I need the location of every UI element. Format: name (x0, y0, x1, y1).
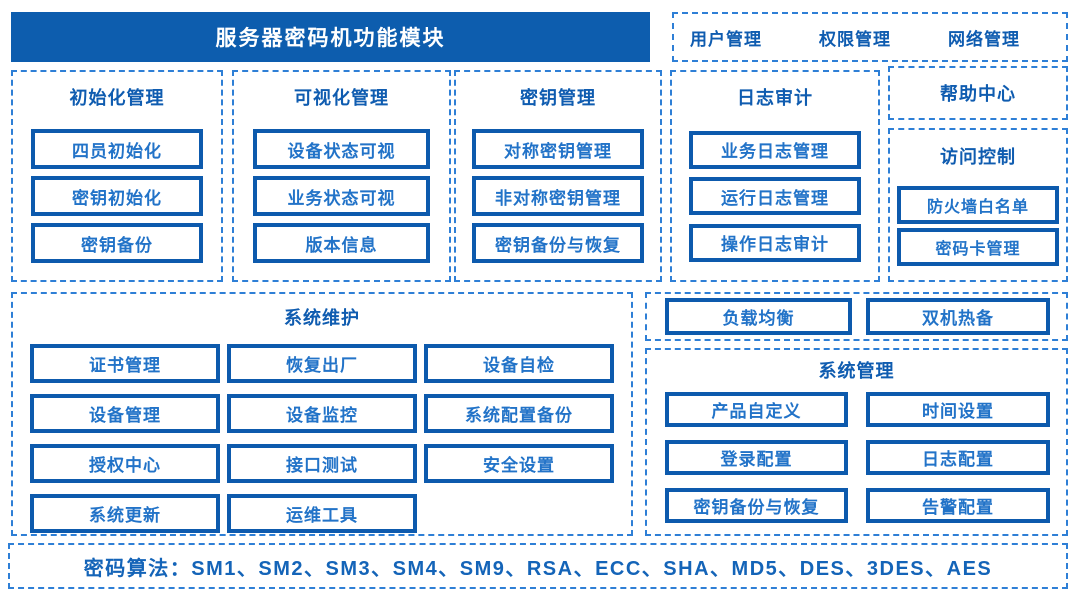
permission-management-label: 权限管理 (819, 29, 891, 49)
module-item: 证书管理 (30, 344, 220, 383)
module-item: 密钥备份与恢复 (665, 488, 848, 523)
group-title: 帮助中心 (940, 84, 1016, 104)
user-management-label: 用户管理 (690, 29, 762, 49)
group-items: 四员初始化 密钥初始化 密钥备份 (13, 122, 221, 280)
module-item: 运维工具 (227, 494, 417, 533)
network-management-label: 网络管理 (948, 29, 1020, 49)
module-item: 运行日志管理 (689, 177, 861, 215)
module-item: 密钥备份 (31, 223, 203, 263)
module-item: 密码卡管理 (897, 228, 1059, 266)
module-item: 操作日志审计 (689, 223, 861, 262)
module-item: 四员初始化 (31, 129, 203, 169)
module-item: 日志配置 (866, 440, 1050, 475)
diagram-title: 服务器密码机功能模块 (215, 27, 446, 50)
group-general-management: 用户管理 权限管理 网络管理 (672, 12, 1068, 62)
module-item: 双机热备 (866, 298, 1050, 335)
group-log-audit: 日志审计 业务日志管理 运行日志管理 操作日志审计 (670, 70, 880, 282)
module-item: 设备自检 (424, 344, 614, 383)
group-title: 访问控制 (940, 147, 1016, 167)
module-item: 设备状态可视 (253, 129, 430, 169)
module-item: 登录配置 (665, 440, 848, 475)
module-item: 业务日志管理 (689, 130, 861, 169)
module-item: 恢复出厂 (227, 344, 417, 383)
module-item: 设备管理 (30, 394, 220, 433)
module-item: 安全设置 (424, 444, 614, 483)
group-system-maintenance: 系统维护 证书管理 恢复出厂 设备自检 设备管理 设备监控 系统配置备份 授权中… (11, 292, 633, 536)
group-items: 证书管理 恢复出厂 设备自检 设备管理 设备监控 系统配置备份 授权中心 接口测… (13, 340, 631, 533)
group-title: 日志审计 (737, 88, 813, 108)
module-item: 版本信息 (253, 223, 430, 263)
module-item: 负载均衡 (665, 298, 852, 335)
module-item: 密钥初始化 (31, 176, 203, 216)
module-item: 密钥备份与恢复 (472, 223, 644, 263)
diagram-header: 服务器密码机功能模块 (11, 12, 650, 62)
module-item: 系统更新 (30, 494, 220, 533)
group-items: 业务日志管理 运行日志管理 操作日志审计 (672, 122, 878, 280)
group-high-availability: 负载均衡 双机热备 (645, 292, 1068, 341)
group-items: 防火墙白名单 密码卡管理 (890, 182, 1066, 280)
group-initialization: 初始化管理 四员初始化 密钥初始化 密钥备份 (11, 70, 223, 282)
module-item: 非对称密钥管理 (472, 176, 644, 216)
crypto-algorithms-text: 密码算法：SM1、SM2、SM3、SM4、SM9、RSA、ECC、SHA、MD5… (83, 557, 993, 580)
group-key-management: 密钥管理 对称密钥管理 非对称密钥管理 密钥备份与恢复 (454, 70, 662, 282)
group-items: 设备状态可视 业务状态可视 版本信息 (234, 122, 449, 280)
module-item: 接口测试 (227, 444, 417, 483)
group-items: 对称密钥管理 非对称密钥管理 密钥备份与恢复 (456, 122, 660, 280)
group-help-center: 帮助中心 (888, 66, 1068, 120)
module-item: 防火墙白名单 (897, 186, 1059, 224)
module-item: 授权中心 (30, 444, 220, 483)
group-items: 产品自定义 时间设置 登录配置 日志配置 密钥备份与恢复 告警配置 (647, 390, 1066, 523)
module-item: 业务状态可视 (253, 176, 430, 216)
module-item: 告警配置 (866, 488, 1050, 523)
group-title: 系统维护 (284, 308, 360, 328)
module-item: 对称密钥管理 (472, 129, 644, 169)
module-item: 设备监控 (227, 394, 417, 433)
group-title: 系统管理 (818, 361, 895, 381)
group-visualization: 可视化管理 设备状态可视 业务状态可视 版本信息 (232, 70, 451, 282)
group-title: 可视化管理 (294, 88, 389, 108)
module-item: 系统配置备份 (424, 394, 614, 433)
module-item: 产品自定义 (665, 392, 848, 427)
group-system-management: 系统管理 产品自定义 时间设置 登录配置 日志配置 密钥备份与恢复 告警配置 (645, 348, 1068, 536)
module-item: 时间设置 (866, 392, 1050, 427)
group-title: 初始化管理 (69, 88, 165, 108)
crypto-algorithms-bar: 密码算法：SM1、SM2、SM3、SM4、SM9、RSA、ECC、SHA、MD5… (8, 543, 1068, 589)
group-title: 密钥管理 (520, 88, 596, 108)
group-access-control: 访问控制 防火墙白名单 密码卡管理 (888, 128, 1068, 282)
